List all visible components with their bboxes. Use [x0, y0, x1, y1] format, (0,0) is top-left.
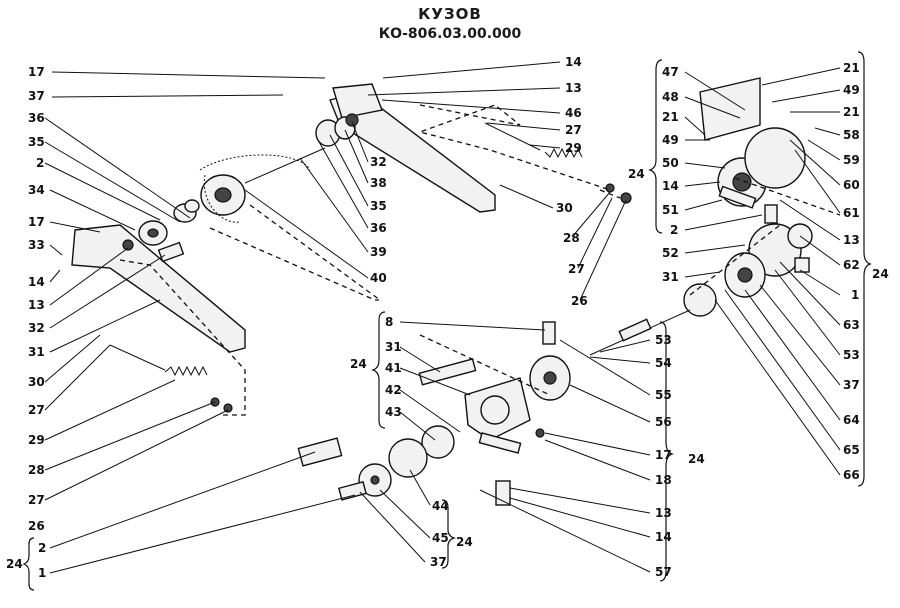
- part-label: 52: [662, 246, 679, 260]
- part-label: 53: [843, 348, 860, 362]
- part-label: 14: [28, 275, 45, 289]
- part-label: 36: [28, 111, 45, 125]
- leader-lines: [44, 61, 841, 574]
- part-label: 41: [385, 361, 402, 375]
- upper-shaft: [244, 113, 359, 184]
- part-label: 13: [655, 506, 672, 520]
- part-label: 13: [28, 298, 45, 312]
- sprocket-with-chain: [199, 154, 311, 223]
- upper-frame-beam: [329, 83, 496, 213]
- part-label: 1: [851, 288, 859, 302]
- part-label: 44: [432, 499, 449, 513]
- part-label: 2: [670, 223, 678, 237]
- part-label: 27: [28, 403, 45, 417]
- part-label: 31: [28, 345, 45, 359]
- part-label: 38: [370, 176, 387, 190]
- group-label: 24: [872, 267, 889, 281]
- part-label: 54: [655, 356, 672, 370]
- part-label: 32: [370, 155, 387, 169]
- part-label: 62: [843, 258, 860, 272]
- part-label: 28: [563, 231, 580, 245]
- drawing-code: КО-806.03.00.000: [378, 26, 522, 42]
- part-label: 2: [38, 541, 46, 555]
- part-label: 32: [28, 321, 45, 335]
- part-label: 49: [843, 83, 860, 97]
- left-bearing-discs: [122, 199, 200, 263]
- group-label: 24: [350, 357, 367, 371]
- tension-springs: [109, 122, 632, 413]
- group-label: 24: [628, 167, 645, 181]
- part-label: 65: [843, 443, 860, 457]
- part-label: 31: [385, 340, 402, 354]
- part-label: 27: [568, 262, 585, 276]
- part-label: 2: [36, 156, 44, 170]
- part-label: 48: [662, 90, 679, 104]
- part-label: 45: [432, 531, 449, 545]
- part-label: 1: [38, 566, 46, 580]
- part-label: 30: [28, 375, 45, 389]
- right-shaft: [589, 309, 691, 356]
- part-label: 27: [28, 493, 45, 507]
- part-label: 58: [843, 128, 860, 142]
- part-label: 50: [662, 156, 679, 170]
- part-label: 51: [662, 203, 679, 217]
- part-label: 37: [430, 555, 447, 569]
- part-label: 60: [843, 178, 860, 192]
- part-label: 39: [370, 245, 387, 259]
- part-label: 55: [655, 388, 672, 402]
- part-label: 40: [370, 271, 387, 285]
- part-label: 30: [556, 201, 573, 215]
- part-label: 17: [28, 215, 45, 229]
- part-label: 37: [28, 89, 45, 103]
- part-label: 17: [655, 448, 672, 462]
- part-label: 56: [655, 415, 672, 429]
- group-label: 24: [456, 535, 473, 549]
- part-label: 34: [28, 183, 45, 197]
- part-label: 35: [370, 199, 387, 213]
- part-label: 27: [565, 123, 582, 137]
- part-label: 14: [655, 530, 672, 544]
- part-label: 28: [28, 463, 45, 477]
- right-hub-assembly: [683, 77, 813, 317]
- part-label: 29: [28, 433, 45, 447]
- group-label: 24: [6, 557, 23, 571]
- part-label: 13: [565, 81, 582, 95]
- part-label: 37: [843, 378, 860, 392]
- part-label: 61: [843, 206, 860, 220]
- part-labels: 17 37 36 35 2 34 17 33 14 13 32 31 30 27…: [6, 55, 889, 580]
- part-label: 26: [28, 519, 45, 533]
- part-label: 43: [385, 405, 402, 419]
- part-label: 57: [655, 565, 672, 579]
- dashed-axis-lines: [119, 104, 841, 416]
- part-label: 14: [565, 55, 582, 69]
- part-label: 53: [655, 333, 672, 347]
- group-label: 24: [688, 452, 705, 466]
- drawing-title: КУЗОВ: [418, 5, 482, 23]
- part-label: 47: [662, 65, 679, 79]
- part-label: 33: [28, 238, 45, 252]
- part-label: 35: [28, 135, 45, 149]
- part-label: 59: [843, 153, 860, 167]
- part-label: 36: [370, 221, 387, 235]
- part-label: 42: [385, 383, 402, 397]
- part-label: 17: [28, 65, 45, 79]
- part-label: 18: [655, 473, 672, 487]
- part-label: 64: [843, 413, 860, 427]
- part-label: 21: [843, 61, 860, 75]
- part-label: 13: [843, 233, 860, 247]
- part-label: 46: [565, 106, 582, 120]
- part-label: 31: [662, 270, 679, 284]
- part-label: 29: [565, 141, 582, 155]
- part-label: 8: [385, 315, 393, 329]
- part-label: 66: [843, 468, 860, 482]
- part-label: 14: [662, 179, 679, 193]
- part-label: 26: [571, 294, 588, 308]
- part-label: 63: [843, 318, 860, 332]
- group-braces: [22, 51, 872, 591]
- part-label: 21: [662, 110, 679, 124]
- part-label: 21: [843, 105, 860, 119]
- part-label: 49: [662, 133, 679, 147]
